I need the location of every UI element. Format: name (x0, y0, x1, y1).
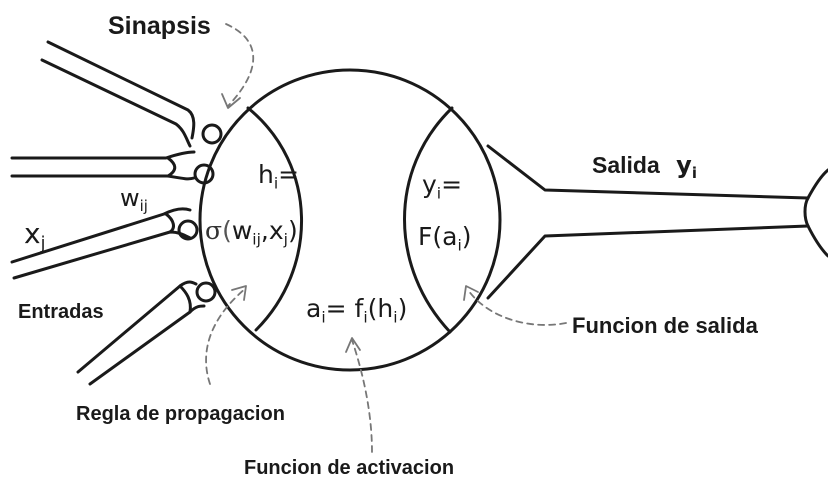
h-w: w (231, 216, 253, 245)
y-formula-line1: yi= (422, 172, 462, 202)
propagation-rule-label: Regla de propagacion (76, 403, 285, 425)
f-sub: i (363, 308, 368, 327)
h-eq: = (278, 160, 300, 189)
weight-var-sub: ij (139, 197, 148, 216)
propagation-arrowhead (231, 285, 247, 301)
output-function-label: Funcion de salida (572, 313, 758, 338)
h-lhs: h (258, 160, 274, 189)
output-word: Salida (592, 152, 660, 178)
input-var: x (24, 217, 41, 250)
h-x-sub: j (283, 230, 288, 249)
F-sub: i (457, 236, 462, 255)
h-comma: , (260, 216, 269, 245)
h-w-sub: ij (252, 230, 261, 249)
a-inner-sub: i (393, 308, 398, 327)
output-label: Salida yi (592, 153, 697, 181)
a-lhs: a (306, 294, 322, 323)
axon (486, 144, 828, 300)
dendrite-1 (40, 40, 196, 148)
dendrite-2 (10, 150, 196, 181)
a-sub: i (321, 308, 326, 327)
a-open: (h (367, 294, 394, 323)
a-close: ) (397, 294, 408, 323)
F-func: F(a (418, 222, 458, 251)
propagation-arrow (205, 287, 247, 385)
output-var-sub: i (691, 164, 697, 183)
y-lhs: y (422, 170, 437, 199)
input-var-sub: j (40, 234, 46, 255)
h-paren-open: ( (222, 216, 232, 245)
a-formula: ai= fi(hi) (306, 296, 407, 326)
activation-function-label: Funcion de activacion (244, 457, 455, 479)
input-arc (246, 106, 304, 332)
synapse-3 (177, 219, 199, 241)
y-eq: = (441, 170, 463, 199)
inputs-label: Entradas (18, 301, 104, 323)
sigma-symbol: σ (205, 216, 223, 245)
h-formula-line2: σ(wij,xj) (205, 218, 298, 248)
output-function-arrow (467, 289, 567, 326)
h-formula-line1: hi= (258, 162, 299, 192)
y-sub: i (436, 184, 442, 203)
h-sub: i (273, 174, 279, 193)
activation-arrowhead (345, 337, 361, 353)
h-x: x (268, 216, 284, 245)
y-formula-line2: F(ai) (418, 224, 472, 254)
synapse-arrow (225, 23, 255, 107)
activation-arrow (351, 339, 373, 453)
output-arc (403, 106, 454, 334)
a-eq: = f (325, 294, 364, 323)
weight-label: wij (120, 186, 148, 214)
synapse-1 (201, 123, 223, 145)
synapse-arrowhead (221, 93, 241, 109)
output-var: y (676, 151, 692, 179)
synapse-4 (195, 281, 217, 303)
dendrite-4 (76, 280, 206, 386)
input-var-label: xj (24, 220, 45, 253)
synapse-label: Sinapsis (108, 12, 211, 40)
output-function-arrowhead (463, 285, 479, 301)
weight-var: w (120, 184, 140, 212)
soma-circle (198, 68, 502, 372)
h-paren-close: ) (287, 216, 298, 245)
F-close: ) (461, 222, 472, 251)
